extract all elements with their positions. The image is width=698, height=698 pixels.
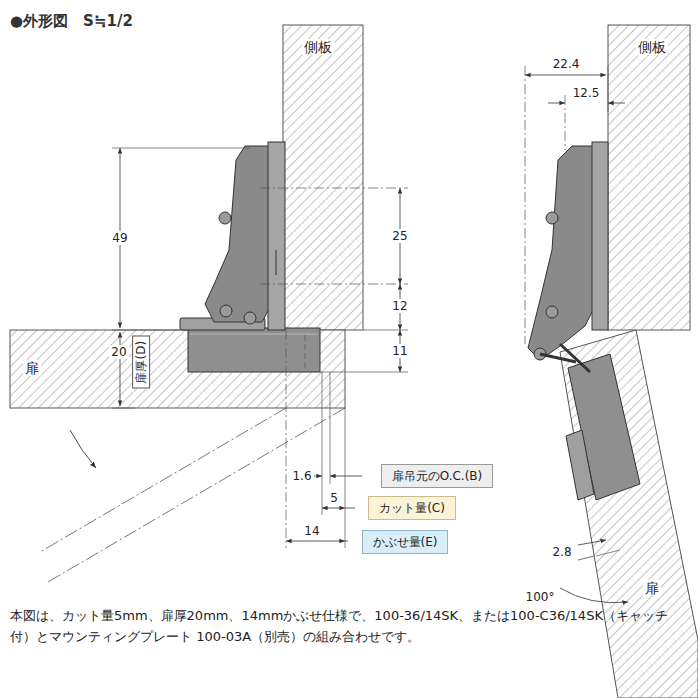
legend-box: かぶせ量(E) [362, 530, 449, 554]
dimension-value: 1.6 [290, 469, 313, 483]
part-name: 扉 [643, 580, 661, 597]
dimension-value: 22.4 [551, 57, 582, 71]
dimension-value: 12.5 [571, 86, 602, 100]
catch [566, 430, 594, 500]
legend-box: 扉吊元のO.C.(B) [381, 464, 494, 488]
dimension-value: 100° [524, 590, 557, 604]
dimension-value: 12 [390, 299, 409, 313]
part-name: 扉 [23, 360, 41, 377]
hinge-arm [205, 146, 274, 322]
mounting-plate [268, 142, 285, 330]
node-text: 扉厚(D) [134, 341, 148, 384]
part-name: 側板 [302, 39, 334, 56]
dimension-value: 20 [109, 345, 128, 359]
dimension-value: 2.8 [550, 545, 573, 559]
swing-line [48, 408, 345, 582]
dimension-value: 5 [328, 491, 340, 505]
dimension-value: 11 [390, 344, 409, 358]
part-name: 側板 [636, 39, 668, 56]
legend-box: カット量(C) [368, 496, 456, 520]
dimension-value: 49 [110, 231, 129, 245]
node-text: カット量(C) [379, 501, 445, 515]
figure-title: ●外形図 S≒1/2 [10, 12, 133, 31]
dimension-value: 25 [390, 229, 409, 243]
side-panel [608, 25, 690, 330]
figure-caption: 本図は、カット量5mm、扉厚20mm、14mmかぶせ仕様で、100-36/14S… [10, 606, 686, 648]
door [560, 330, 698, 698]
hinge-cup [188, 328, 320, 372]
swing-arrow [70, 430, 96, 468]
dimension-value: 14 [302, 524, 321, 538]
swing-line [40, 408, 286, 552]
node-text: 扉吊元のO.C.(B) [392, 469, 483, 483]
dimension-tag: 扉厚(D) [132, 336, 150, 389]
node-text: かぶせ量(E) [373, 535, 438, 549]
hinge-arm [528, 146, 598, 360]
mounting-plate [592, 142, 608, 330]
